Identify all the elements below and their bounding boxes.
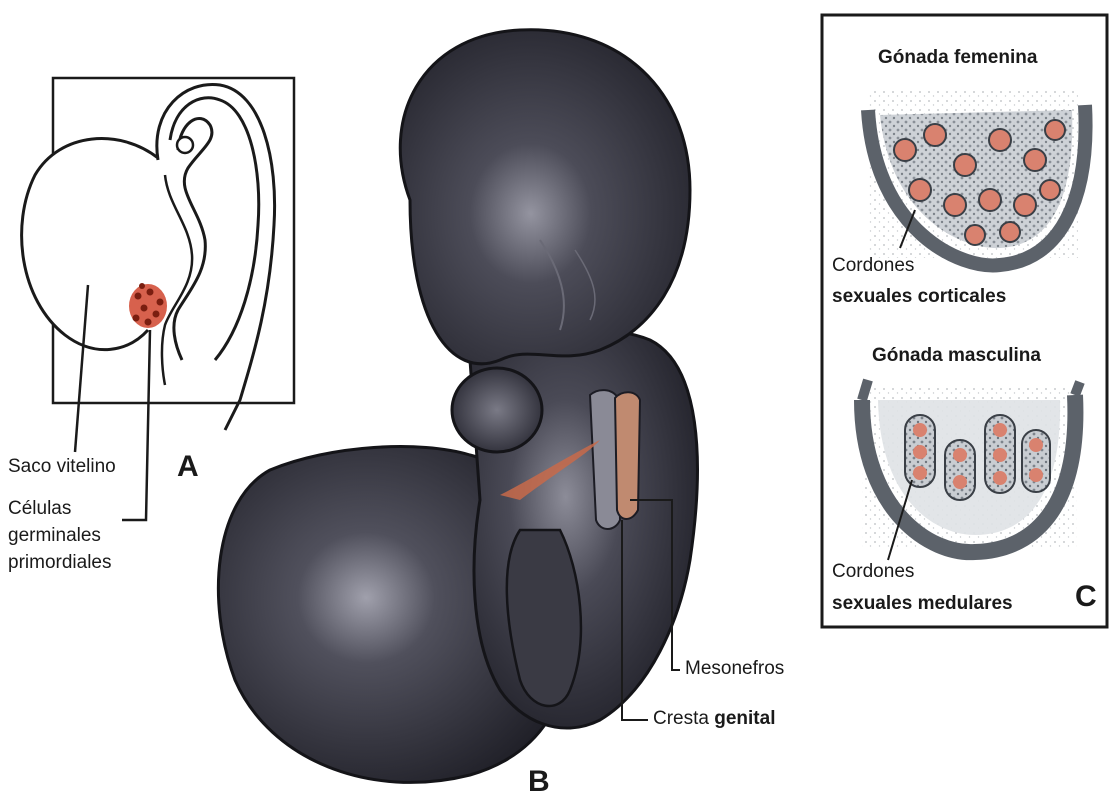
panel-c [822,15,1107,627]
label-genital-word: genital [714,708,775,729]
label-mesonefros: Mesonefros [685,657,784,681]
male-gonad-title: Gónada masculina [872,344,1041,368]
embryo-neck [452,368,542,452]
panel-letter-c: C [1075,585,1097,609]
label-celulas-line1: Células [8,497,71,521]
embryo-head [400,30,690,364]
panel-letter-a: A [177,455,199,479]
cortical-label-line2: sexuales corticales [832,285,1006,309]
male-title-word2: masculina [948,345,1041,366]
label-saco-vitelino: Saco vitelino [8,455,116,479]
panel-b [218,30,697,783]
label-celulas-line3: primordiales [8,551,111,575]
embryo-outline-a [157,84,275,430]
male-gonad [862,380,1080,560]
embryo-gut-a [174,118,212,360]
female-gonad-title: Gónada femenina [878,46,1037,70]
medullary-label-line1: Cordones [832,560,914,584]
male-title-word1: Gónada [872,345,948,366]
cortical-label-line1: Cordones [832,254,914,278]
panel-letter-b: B [528,770,550,794]
label-celulas-line2: germinales [8,524,101,548]
celulas-leader [122,330,150,520]
medullary-label-line2: sexuales medulares [832,592,1013,616]
embryo-head-detail [177,137,193,153]
label-cresta-genital: Cresta genital [653,707,775,731]
female-gonad [868,88,1086,265]
panel-a [22,78,294,520]
embryo-inner-a [162,175,192,385]
label-cresta-word: Cresta [653,708,714,729]
